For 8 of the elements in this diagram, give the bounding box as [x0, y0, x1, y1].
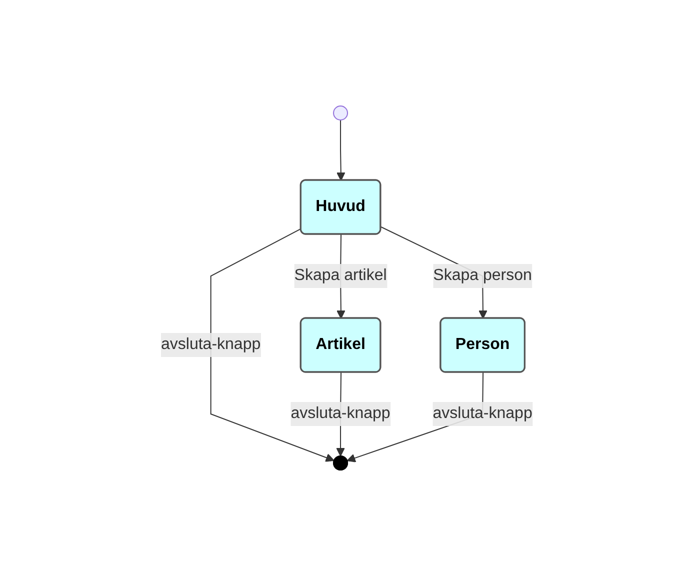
edge-label: avsluta-knapp [161, 336, 261, 352]
edge-label: avsluta-knapp [433, 404, 533, 422]
arrow [336, 119, 346, 180]
node-circle [333, 105, 348, 120]
edge-label: avsluta-knapp [291, 404, 391, 422]
edge-label: Skapa artikel [294, 266, 388, 284]
arrow [210, 228, 335, 462]
edge-label: Skapa person [433, 266, 532, 284]
